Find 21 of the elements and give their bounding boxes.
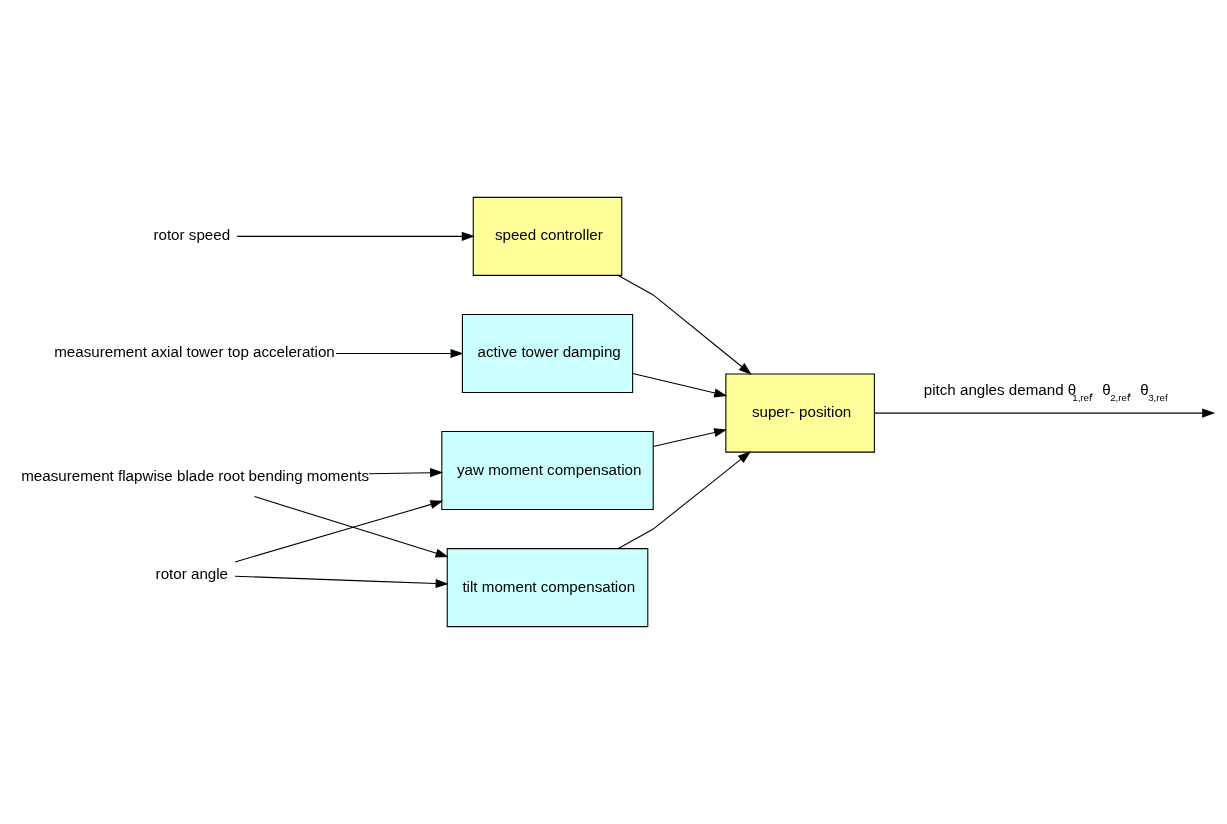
arrow <box>335 348 464 358</box>
node-box: active tower damping <box>461 313 634 394</box>
node-box: yaw moment compensation <box>441 430 654 511</box>
node-text: measurement axial tower top acceleration <box>54 343 335 361</box>
arrow <box>253 496 449 558</box>
edge-label: pitch angles demand θ$_{1,ref}$, θ$_{2,ref}$, θ$_{3,ref}$ <box>923 381 1168 403</box>
node-text: rotor speed <box>153 226 231 244</box>
arrow <box>617 451 751 550</box>
node-box: super- position <box>725 373 875 453</box>
node-box: speed controller <box>472 196 623 276</box>
node-box: tilt moment compensation <box>446 548 649 628</box>
arrow <box>234 575 449 589</box>
arrow <box>632 372 728 398</box>
node-text: rotor angle <box>155 564 229 582</box>
arrow <box>617 274 752 375</box>
arrow <box>234 500 444 563</box>
arrow <box>652 428 728 448</box>
arrow <box>236 231 475 241</box>
arrow <box>368 468 444 478</box>
arrow <box>873 408 1216 418</box>
node-text: measurement flapwise blade root bending moments <box>21 467 370 485</box>
